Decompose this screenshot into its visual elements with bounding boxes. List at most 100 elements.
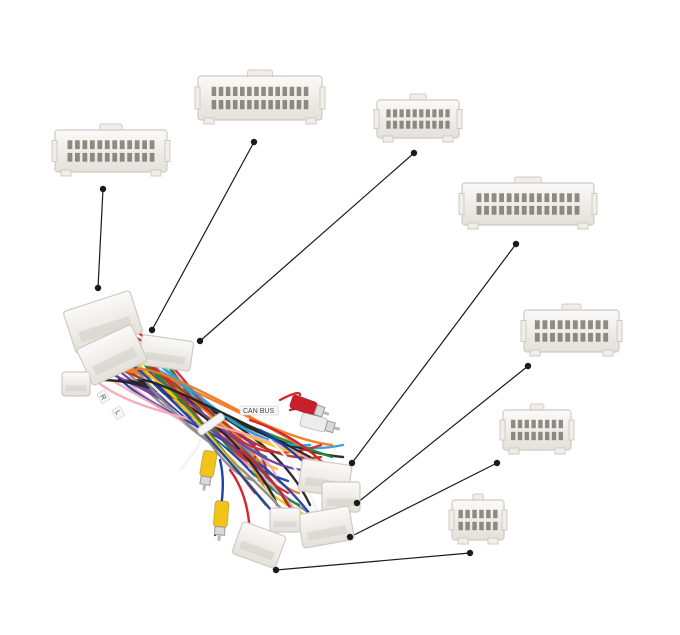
- pin-cavity: [529, 205, 535, 215]
- plug-sleeve: [313, 404, 326, 418]
- connector-ridge: [65, 385, 87, 392]
- pin-cavity: [511, 419, 516, 429]
- pin-cavity: [565, 320, 571, 330]
- pin-cavity: [254, 86, 259, 97]
- callout-dot: [524, 362, 532, 370]
- pin-cavity: [261, 86, 266, 97]
- pin-cavity: [458, 509, 463, 519]
- pin-cavity: [506, 193, 512, 203]
- connector-detail-5: [520, 303, 623, 357]
- connector-foot: [150, 169, 162, 177]
- callout-dot: [348, 459, 356, 467]
- cable-tie: [197, 412, 225, 436]
- harness-wire: [141, 378, 312, 459]
- pin-cavity: [261, 99, 266, 110]
- pin-cavity: [438, 109, 444, 118]
- pin-cavity: [551, 419, 557, 429]
- pin-cavity: [557, 320, 563, 330]
- connector-foot: [442, 135, 454, 143]
- pin-cavity: [524, 431, 529, 441]
- pin-cavity: [104, 152, 110, 162]
- plug-body: [212, 500, 230, 528]
- pin-cavity: [531, 431, 536, 441]
- pin-cavity: [551, 205, 557, 215]
- rca-plug-yellow-lower: [212, 500, 230, 541]
- plug-body: [199, 449, 218, 478]
- pin-cavity: [567, 193, 572, 203]
- callout-dot: [493, 459, 501, 467]
- pin-cavity: [412, 120, 417, 129]
- rca-plug-yellow: [199, 449, 218, 491]
- connector-detail-1: [51, 123, 171, 177]
- leader-line-5: [356, 365, 529, 504]
- rca-plug-white: [299, 412, 341, 434]
- connector-body: [269, 507, 301, 533]
- connector-ridge: [92, 347, 138, 376]
- plug-sleeve: [199, 475, 212, 486]
- pin-cavity: [232, 86, 238, 97]
- plug-tip: [333, 426, 341, 431]
- pin-cavity: [419, 120, 424, 129]
- harness-connector-3: [76, 324, 148, 386]
- harness-tag-1: CAN BUS: [239, 405, 279, 416]
- pin-cavity: [399, 120, 404, 129]
- pin-cavity: [268, 86, 273, 97]
- pin-cavity: [406, 120, 411, 129]
- pin-cavity: [493, 521, 498, 531]
- pin-cavity: [479, 521, 484, 531]
- pin-cavity: [491, 205, 497, 215]
- leader-line-4: [351, 243, 517, 464]
- pin-cavity: [486, 509, 491, 519]
- pin-cavity: [119, 152, 125, 162]
- pin-cavity: [149, 152, 155, 162]
- pin-cavity: [282, 99, 288, 110]
- pin-cavity: [445, 109, 450, 118]
- pin-cavity: [289, 99, 295, 110]
- leader-line-1: [97, 188, 104, 289]
- pin-cavity: [486, 521, 491, 531]
- pin-cavity: [240, 86, 245, 97]
- pin-cavity: [551, 431, 557, 441]
- pin-cavity: [142, 152, 147, 162]
- pin-cavity: [445, 120, 450, 129]
- pin-cavity: [275, 86, 280, 97]
- pin-cavity: [240, 99, 245, 110]
- connector-foot: [529, 349, 541, 357]
- connector-detail-2: [194, 69, 326, 125]
- plug-body: [299, 412, 328, 433]
- connector-foot: [305, 117, 317, 125]
- pin-cavity: [506, 205, 512, 215]
- plug-sleeve: [213, 525, 226, 536]
- rca-plug-red: [289, 394, 330, 418]
- pin-cavity: [232, 99, 238, 110]
- harness-tag-3: L: [111, 405, 126, 420]
- connector-ear: [520, 320, 527, 342]
- pin-cavity: [97, 140, 103, 150]
- pin-cavity: [499, 193, 505, 203]
- plug-tip: [217, 534, 221, 541]
- pin-cavity: [559, 193, 565, 203]
- callout-dot: [272, 566, 280, 574]
- callout-dot: [466, 549, 474, 557]
- pin-cavity: [67, 152, 73, 162]
- pin-cavity: [134, 140, 140, 150]
- pin-cavity: [531, 419, 536, 429]
- callout-dot: [99, 185, 107, 193]
- pin-cavity: [296, 86, 302, 97]
- harness-connector-4: [61, 371, 91, 397]
- connector-shell: [376, 99, 460, 139]
- connector-ridge: [326, 498, 356, 506]
- connector-foot: [467, 222, 479, 230]
- callout-dot: [148, 326, 156, 334]
- plug-tip: [322, 410, 330, 416]
- pin-cavity: [247, 99, 252, 110]
- pin-cavity: [542, 320, 548, 330]
- connector-shell: [197, 75, 323, 121]
- connector-foot: [508, 447, 520, 455]
- pin-cavity: [225, 86, 231, 97]
- connector-ear: [448, 509, 455, 531]
- pin-cavity: [514, 193, 520, 203]
- pin-cavity: [472, 521, 477, 531]
